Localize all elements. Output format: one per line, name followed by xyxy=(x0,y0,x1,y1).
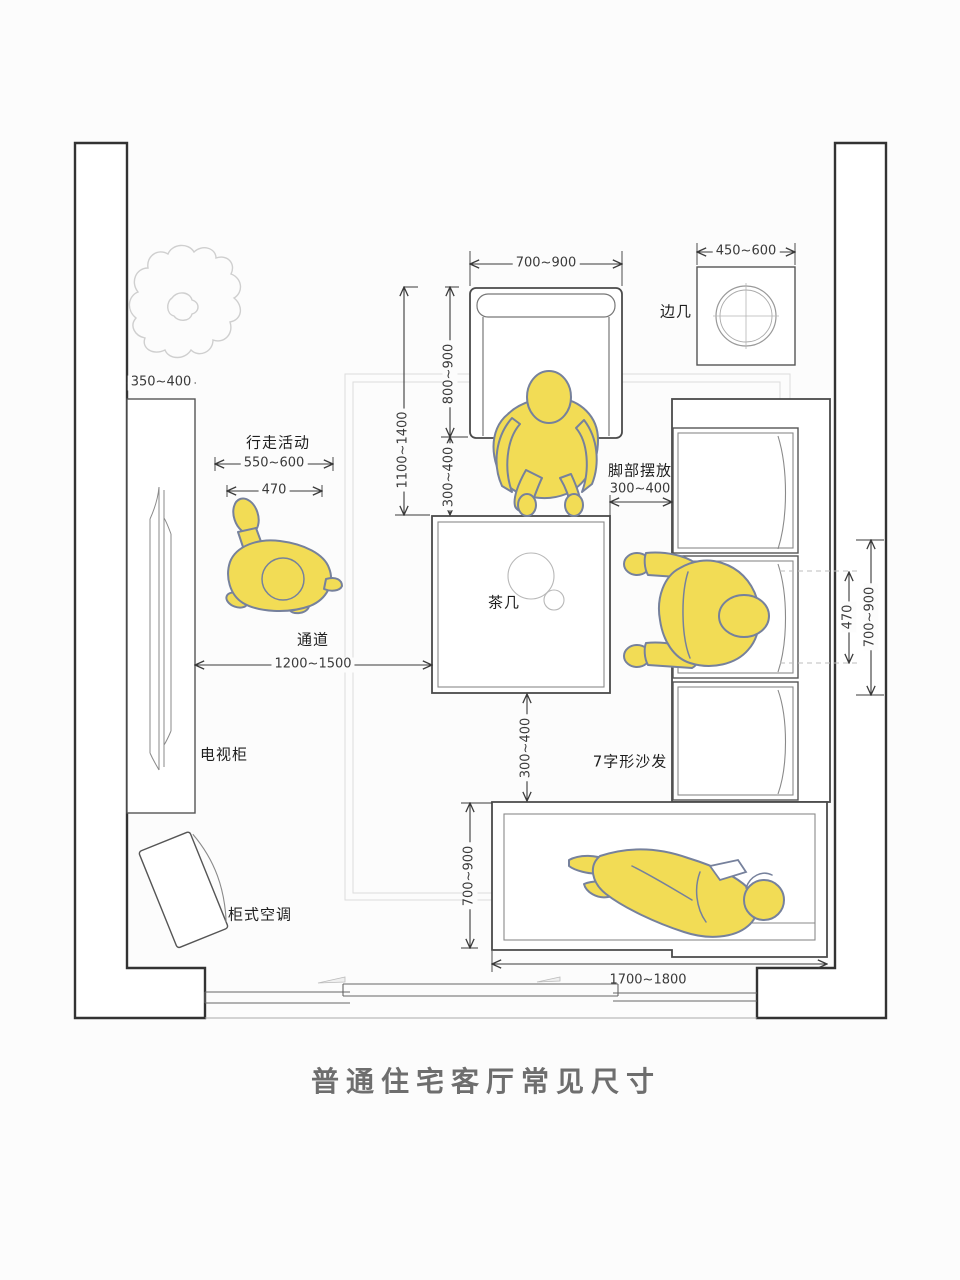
dim-armchair-depth: 800~900 xyxy=(442,340,458,408)
label-walking-activity: 行走活动 xyxy=(245,433,311,452)
dim-armchair-to-table-gap: 300~400 xyxy=(442,443,458,511)
dim-sofa-seat-width: 470 xyxy=(841,601,857,633)
label-foot-placement: 脚部摆放 xyxy=(607,461,673,480)
label-passage: 通道 xyxy=(296,630,330,649)
walls xyxy=(73,141,888,1020)
person-sitting xyxy=(623,551,770,669)
side-table xyxy=(696,266,796,366)
dim-walking-clearance: 550~600 xyxy=(240,456,308,472)
tv xyxy=(149,486,172,771)
page-title: 普通住宅客厅常见尺寸 xyxy=(310,1064,662,1098)
label-l-shaped-sofa: 7字形沙发 xyxy=(592,752,668,771)
label-cabinet-ac: 柜式空调 xyxy=(227,905,293,924)
armchair xyxy=(469,287,623,439)
dim-table-to-sofa-gap: 300~400 xyxy=(519,714,535,782)
dim-foot-placement-gap: 300~400 xyxy=(609,481,671,497)
dim-bottom-sofa-length: 1700~1800 xyxy=(609,972,687,988)
person-walking xyxy=(225,497,343,615)
air-conditioner xyxy=(138,831,229,949)
dim-armchair-total-clearance: 1100~1400 xyxy=(396,408,412,492)
dim-passage-width: 1200~1500 xyxy=(271,657,355,673)
dim-bottom-sofa-depth: 700~900 xyxy=(462,842,478,910)
dim-sofa-seat-total: 700~900 xyxy=(863,583,879,651)
dim-walking-body-width: 470 xyxy=(258,483,290,499)
left-wall xyxy=(73,141,207,1020)
dim-armchair-width: 700~900 xyxy=(512,256,580,272)
coffee-table xyxy=(431,515,611,694)
label-side-table: 边几 xyxy=(659,302,693,321)
dim-side-table-width: 450~600 xyxy=(712,244,780,260)
plant xyxy=(128,244,242,359)
dim-tv-cabinet-depth: 350~400 xyxy=(127,375,195,391)
label-coffee-table: 茶几 xyxy=(487,593,521,612)
person-standing xyxy=(492,370,599,517)
label-tv-cabinet: 电视柜 xyxy=(199,745,249,764)
tv-cabinet xyxy=(126,398,196,814)
window-tracks xyxy=(204,976,757,1019)
person-lying xyxy=(568,848,785,938)
